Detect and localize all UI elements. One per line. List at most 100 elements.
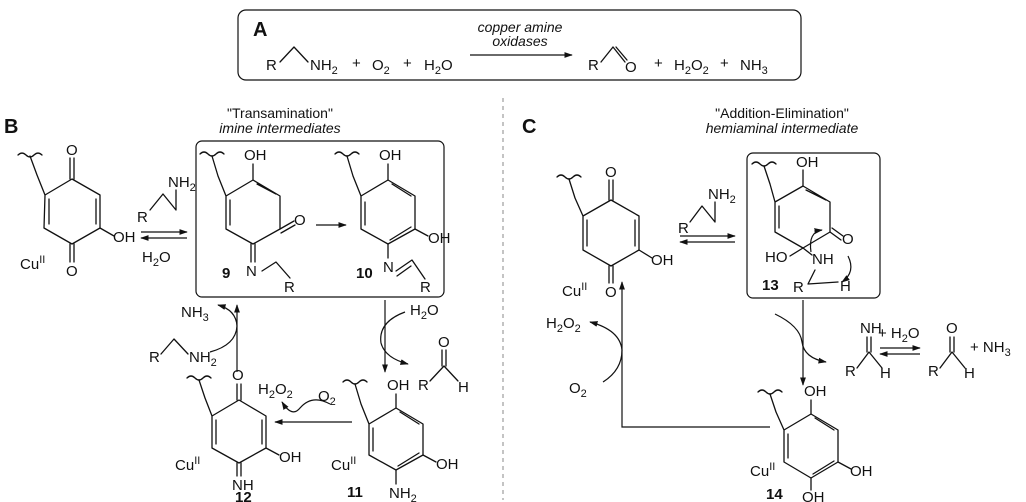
r-label: R xyxy=(928,363,939,380)
aldehyde-product-b: R O H xyxy=(418,334,469,396)
amine-reagent-b: R NH2 xyxy=(137,174,196,226)
imine-byproduct: R NH H xyxy=(845,320,891,382)
ring-14 xyxy=(769,393,839,479)
carbonyl-top xyxy=(608,179,614,201)
panel-b-label: B xyxy=(4,116,18,138)
r-label: R xyxy=(418,377,429,394)
panel-b: B "Transamination" imine intermediates O… xyxy=(4,105,469,502)
nitrogen-label: N xyxy=(246,263,257,280)
electron-push-arrow-2 xyxy=(841,255,852,283)
oh-bond xyxy=(837,461,852,470)
hydroxyl-label: OH xyxy=(387,377,410,394)
compound-label-9: 9 xyxy=(222,265,230,282)
imine-bond xyxy=(236,462,242,477)
copper-cofactor: CuII xyxy=(175,455,200,474)
oxygen-label: O xyxy=(438,334,450,351)
aldehyde-o-label: O xyxy=(625,59,637,76)
h-label: H xyxy=(458,379,469,396)
compound-12: O OH NH CuII 12 xyxy=(175,367,302,502)
copper-cofactor: CuII xyxy=(562,281,587,300)
r-label: R xyxy=(149,349,160,366)
ammonia-release-curve xyxy=(209,304,238,353)
electron-push-arrow-1 xyxy=(809,228,823,253)
plus-sign: + xyxy=(403,55,412,72)
water-label: H2O xyxy=(410,302,439,322)
aldehyde-bonds xyxy=(939,336,966,369)
aldehyde-bonds xyxy=(600,46,626,63)
imine-bonds xyxy=(856,336,883,369)
ring-10 xyxy=(346,155,416,245)
oxygen-reagent: O2 xyxy=(372,57,390,77)
nh-label: NH xyxy=(232,477,254,494)
r-label: R xyxy=(137,209,148,226)
quinone-ring xyxy=(568,178,640,267)
copper-cofactor: CuII xyxy=(750,461,775,480)
nitrogen-label: N xyxy=(383,259,394,276)
carbonyl-bond xyxy=(279,220,296,234)
hydroxyl-label: OH xyxy=(651,252,674,269)
ring-9 xyxy=(211,155,281,245)
hydroxyl-label: OH xyxy=(279,449,302,466)
carbonyl-bottom xyxy=(608,265,614,284)
ammonia-label: + NH3 xyxy=(970,339,1011,359)
hemiaminal-intermediate-box xyxy=(746,152,881,299)
amine-reagent-b2: R NH2 xyxy=(149,338,217,369)
tpq-quinone-c: O O OH CuII xyxy=(556,164,674,301)
compound-label-13: 13 xyxy=(762,277,779,294)
aldehyde-product-c: R O H xyxy=(928,320,975,382)
equilibrium-arrows-b xyxy=(140,229,188,241)
hydroxyl-label: OH xyxy=(244,147,267,164)
panel-c-subtitle: hemiaminal intermediate xyxy=(706,120,859,136)
compound-9: OH O N R 9 xyxy=(199,147,306,296)
copper-cofactor: CuII xyxy=(20,254,45,273)
oxygen-label: O xyxy=(232,367,244,384)
compound-label-10: 10 xyxy=(356,265,373,282)
hydroxyl-label: OH xyxy=(428,230,451,247)
compound-label-14: 14 xyxy=(766,486,783,502)
compound-label-12: 12 xyxy=(235,489,252,502)
plus-water-label: + H2O xyxy=(878,325,920,345)
carbonyl-bond xyxy=(829,227,844,241)
panel-a-label: A xyxy=(253,19,267,41)
hydroxyl-label: OH xyxy=(113,229,136,246)
plus-sign: + xyxy=(352,55,361,72)
compound-14: OH OH OH CuII 14 xyxy=(750,383,873,502)
oh-bond xyxy=(422,454,437,463)
h2o2-product: H2O2 xyxy=(674,57,709,77)
nh2-label: NH2 xyxy=(168,174,196,194)
catalyst-label-line2: oxidases xyxy=(492,33,547,49)
quinone-carbonyl-bottom xyxy=(69,243,75,263)
r-label: R xyxy=(678,220,689,237)
hydroxyl-label: OH xyxy=(850,463,873,480)
ring-11 xyxy=(354,383,424,471)
compound-11: OH OH NH2 CuII 11 xyxy=(331,377,459,502)
ring-12 xyxy=(198,379,267,464)
imine-release-curve xyxy=(774,313,827,364)
quinone-ring xyxy=(29,155,101,245)
amine-nh2: NH2 xyxy=(310,57,338,77)
hydroxyl-label: OH xyxy=(796,154,819,171)
aldehyde-bonds xyxy=(429,349,459,382)
h-label: H xyxy=(964,365,975,382)
h-label: H xyxy=(880,365,891,382)
nh2-label: NH2 xyxy=(708,186,736,206)
ring-13 xyxy=(763,165,831,249)
hydroxyl-bond xyxy=(99,227,115,237)
panel-b-title: "Transamination" xyxy=(227,105,333,121)
amine-r-label: R xyxy=(266,57,277,74)
plus-sign: + xyxy=(654,55,663,72)
panel-c-label: C xyxy=(522,116,536,138)
panel-b-subtitle: imine intermediates xyxy=(219,120,340,136)
ammonia-product: NH3 xyxy=(740,57,768,77)
quinone-carbonyl-top xyxy=(69,157,75,180)
oxygen-label: O xyxy=(66,142,78,159)
hydroxyl-label: OH xyxy=(436,456,459,473)
h-label: H xyxy=(840,278,851,295)
imine-intermediates-box xyxy=(195,140,445,298)
water-label: H2O xyxy=(142,249,171,269)
oxygen-label: O xyxy=(605,284,617,301)
r-label: R xyxy=(845,363,856,380)
amine-bonds xyxy=(160,338,189,355)
oxygen-label: O xyxy=(842,231,854,248)
nh2-label: NH2 xyxy=(189,349,217,369)
